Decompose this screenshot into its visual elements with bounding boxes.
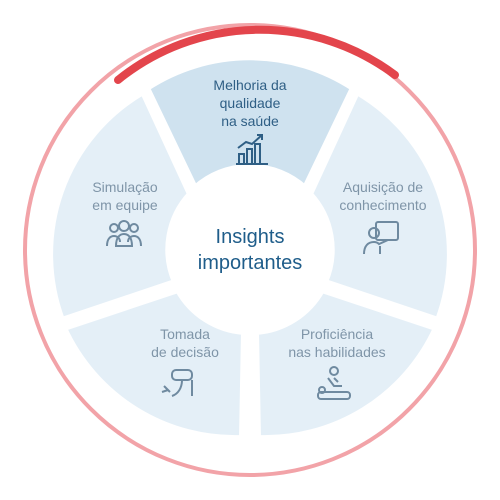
- vr-headset-icon: [158, 364, 198, 404]
- team-group-icon: [104, 216, 144, 256]
- presenter-board-icon: [362, 218, 402, 258]
- segment-simulation-label: Simulação em equipe: [92, 179, 158, 213]
- segment-decision[interactable]: [59, 286, 248, 442]
- segment-decision-label: Tomada de decisão: [151, 326, 219, 360]
- segment-quality-label: Melhoria da qualidade na saúde: [213, 77, 287, 129]
- segment-simulation[interactable]: [47, 87, 194, 324]
- growth-chart-icon: [232, 130, 272, 170]
- center-title: Insights importantes: [197, 226, 303, 274]
- center-circle: [172, 172, 328, 328]
- segment-proficiency[interactable]: [252, 286, 441, 442]
- massage-therapy-icon: [314, 364, 354, 404]
- segment-quality[interactable]: [143, 54, 357, 193]
- segment-knowledge[interactable]: [306, 87, 453, 324]
- segment-group: [47, 54, 453, 442]
- segment-knowledge-label: Aquisição de conhecimento: [339, 179, 427, 213]
- outer-ring-accent-arc: [114, 25, 399, 84]
- outer-ring: [23, 23, 477, 477]
- segment-proficiency-label: Proficiência nas habilidades: [288, 326, 386, 360]
